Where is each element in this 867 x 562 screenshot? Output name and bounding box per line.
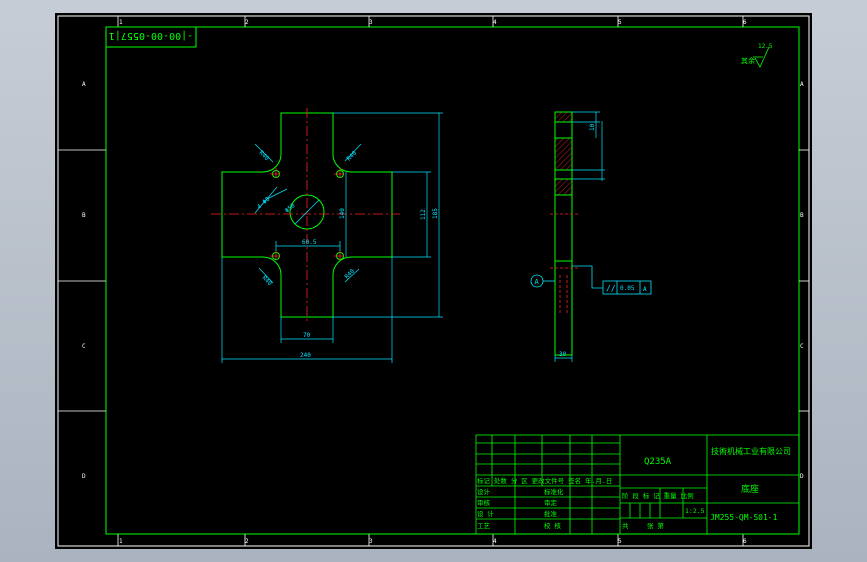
drawing-number: JM255-QM-S01-1 (710, 513, 778, 522)
company-name: 技術机械工业有限公司 (711, 446, 791, 456)
dim-slot-w: 70 (303, 332, 311, 339)
grid-number-4-bottom: 4 (493, 538, 497, 545)
grid-number-6-bottom: 6 (743, 538, 747, 545)
label-checker: 审核 (477, 498, 491, 507)
label-check: 校 核 (544, 521, 561, 530)
roughness-value: 12.5 (758, 43, 773, 50)
section-low (555, 179, 572, 195)
datum-label: A (535, 278, 540, 286)
front-view (221, 112, 393, 318)
grid-number-3: 3 (369, 19, 373, 26)
label-standard: 标准化 (544, 487, 564, 496)
grid-letter-c-right: C (800, 343, 804, 350)
stage-header: 阶 段 标 记 重量 比例 (622, 491, 694, 500)
dim-r-upper-left: R40 (258, 149, 271, 162)
label-design: 设 计 (477, 509, 494, 518)
grid-letter-d-right: D (800, 473, 804, 480)
dim-r-lower-left: R40 (261, 274, 274, 287)
dim-r-lower-right: R40 (343, 268, 356, 281)
dim-hole-spacing: 60.5 (302, 239, 317, 246)
drawing-sheet: 1 2 3 4 5 6 1 2 3 4 5 6 A B C D A B C D … (55, 13, 812, 549)
front-dimensions (221, 112, 443, 363)
grid-number-1: 1 (119, 19, 123, 26)
gtol-symbol: // (606, 284, 616, 293)
dim-center-dia: Φ50 (284, 202, 297, 215)
grid-number-5: 5 (618, 19, 622, 26)
zone-ticks (58, 16, 809, 546)
label-reviewed: 审定 (544, 498, 558, 507)
gtol-frame (602, 280, 652, 295)
grid-letter-a: A (82, 81, 86, 88)
grid-number-5-bottom: 5 (618, 538, 622, 545)
scale: 1:2.5 (685, 507, 705, 515)
dim-mid-h: 112 (420, 209, 427, 220)
cross-outline (221, 112, 393, 318)
dim-inner-h: 140 (339, 208, 346, 219)
gtol-value: 0.05 (620, 285, 635, 292)
label-craft: 工艺 (477, 522, 491, 530)
grid-letter-a-right: A (800, 81, 804, 88)
grid-number-2: 2 (245, 19, 249, 26)
sheet-count: 共 (622, 521, 629, 530)
front-centerlines (211, 108, 400, 323)
dim-outer-h: 185 (432, 208, 439, 219)
part-name: 底座 (741, 483, 759, 495)
grid-letter-b-right: B (800, 212, 804, 219)
grid-letter-d: D (82, 473, 86, 480)
side-view: 10 30 A // 0.05 A (530, 111, 652, 362)
row-header: 标记 处数 分 区 更改文件号 签名 年.月.日 (477, 476, 612, 485)
grid-letter-b: B (82, 212, 86, 219)
material: Q235A (644, 457, 672, 467)
side-outline (554, 111, 573, 356)
dim-side-thick: 30 (559, 351, 567, 358)
gtol-ref: A (643, 286, 647, 293)
outer-border (57, 15, 810, 547)
drawing-code-rotated: |-|00-00-0557|1| (103, 30, 199, 41)
grid-number-6: 6 (743, 19, 747, 26)
dim-total-w: 240 (300, 352, 311, 359)
cad-drawing: 1 2 3 4 5 6 1 2 3 4 5 6 A B C D A B C D … (57, 15, 810, 547)
label-designer: 设计 (477, 487, 491, 496)
grid-number-3-bottom: 3 (369, 538, 373, 545)
roughness-label: 其余 (741, 56, 755, 65)
label-approve: 批准 (544, 509, 558, 518)
inner-frame (105, 26, 800, 535)
dim-side-top: 10 (589, 123, 596, 131)
sheet-text: 张 第 (647, 521, 664, 530)
dim-r-upper-right: R40 (345, 150, 358, 163)
section-mid (555, 138, 572, 170)
grid-number-2-bottom: 2 (245, 538, 249, 545)
grid-number-4: 4 (493, 19, 497, 26)
title-block (475, 434, 800, 535)
section-top (555, 112, 572, 122)
code-box (105, 26, 197, 48)
roughness-symbol: 12.5 其余 (741, 43, 773, 68)
grid-letter-c: C (82, 343, 86, 350)
grid-number-1-bottom: 1 (119, 538, 123, 545)
